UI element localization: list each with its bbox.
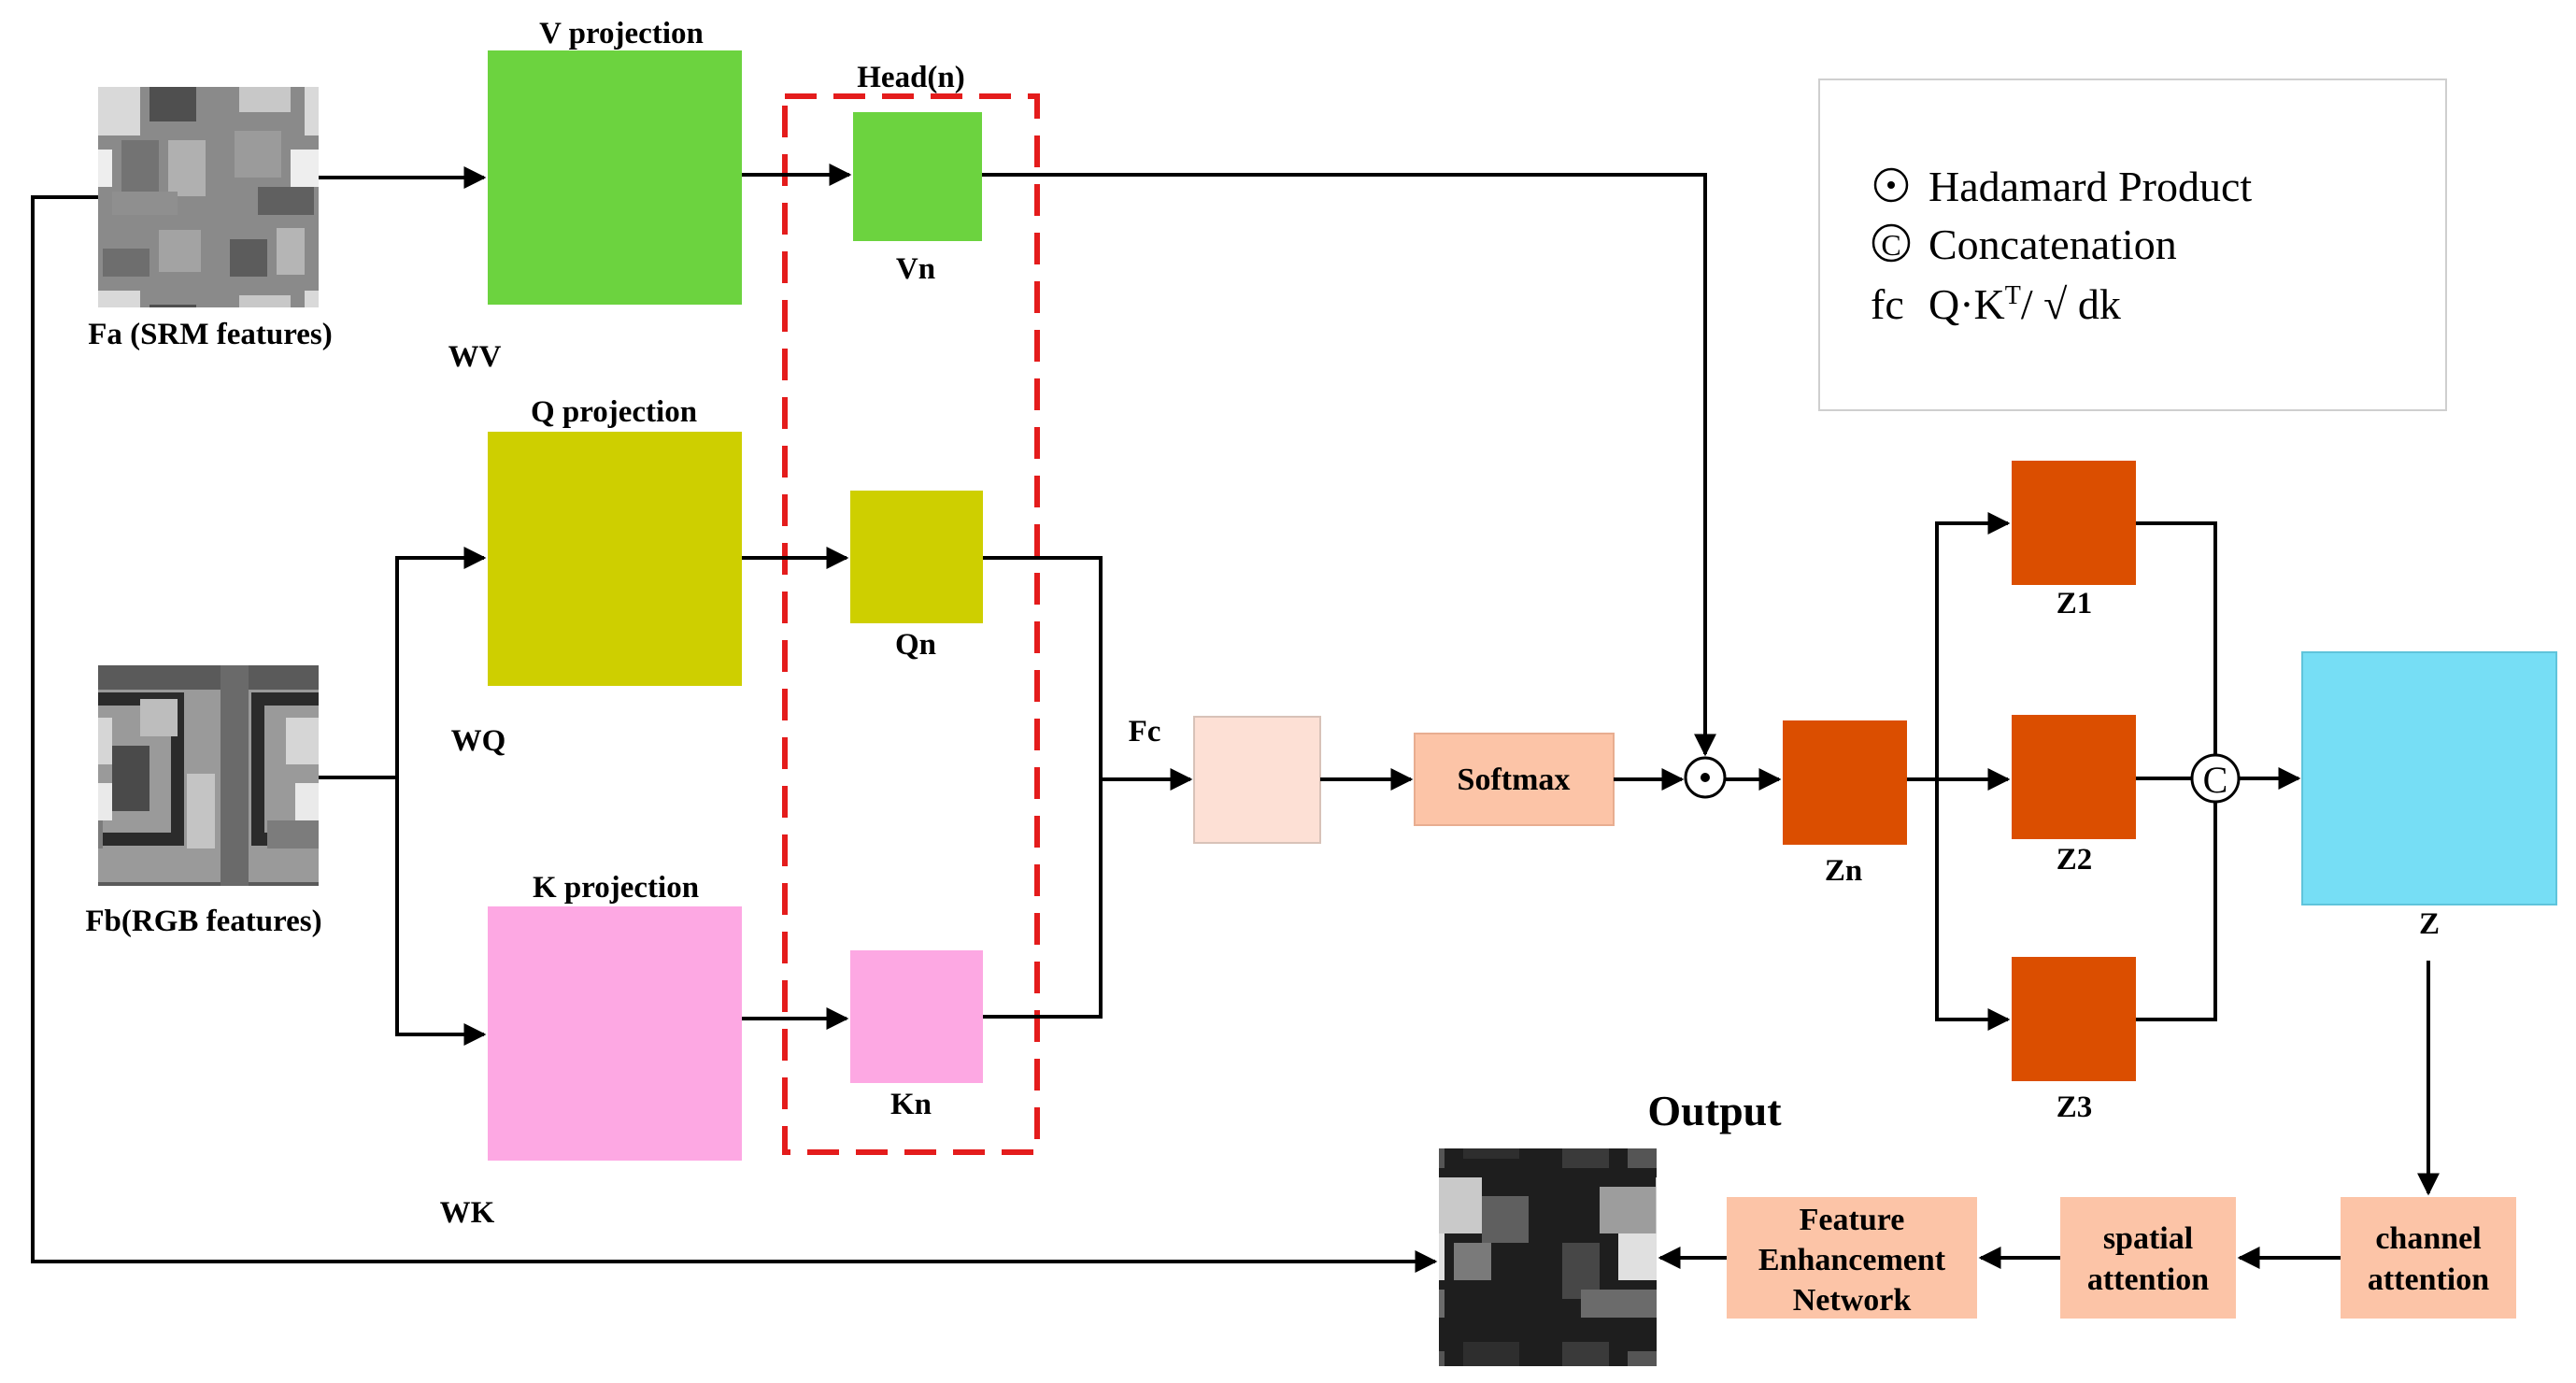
- concat-symbol: C: [2203, 759, 2228, 801]
- z3-label: Z3: [2057, 1091, 2093, 1124]
- arrow-fa-skip-to-output: [31, 195, 1438, 1273]
- q-projection-title: Q projection: [531, 395, 697, 429]
- spatial-attention-line2: attention: [2087, 1262, 2209, 1297]
- fc-label: Fc: [1129, 715, 1161, 749]
- arrow-vn-to-hadamard: [982, 173, 1716, 757]
- vn-box: [853, 112, 982, 241]
- zn-label: Zn: [1825, 854, 1862, 888]
- vn-label: Vn: [896, 252, 935, 286]
- k-projection-box: [488, 906, 742, 1161]
- output-image: [1439, 1148, 1657, 1366]
- line-z3-to-concat: [2136, 802, 2217, 1021]
- zn-box: [1783, 720, 1907, 845]
- channel-attention-line1: channel: [2375, 1221, 2481, 1256]
- wk-label: WK: [440, 1196, 495, 1230]
- spatial-attention-line1: spatial: [2103, 1221, 2193, 1256]
- arrow-zn-to-z1: [1935, 512, 2011, 779]
- qn-label: Qn: [895, 628, 936, 662]
- head-title: Head(n): [857, 61, 965, 94]
- v-projection-title: V projection: [539, 17, 704, 50]
- legend-hadamard-text: Hadamard Product: [1928, 163, 2252, 210]
- legend-fc-formula-a: Q·K: [1928, 280, 2005, 328]
- channel-attention-box: [2341, 1197, 2516, 1319]
- legend-fc-formula: Q·KT/ √ dk: [1928, 280, 2121, 328]
- legend-fc-symbol: fc: [1871, 280, 1904, 328]
- fb-image: [98, 665, 319, 886]
- output-title: Output: [1647, 1087, 1782, 1134]
- legend-box: [1818, 78, 2447, 411]
- legend-concat-icon: [1872, 223, 1911, 263]
- line-z1-to-concat: [2136, 521, 2217, 755]
- legend-fc-formula-sup: T: [2005, 281, 2021, 310]
- line-qn-to-fc: [983, 556, 1103, 779]
- wq-label: WQ: [451, 724, 506, 758]
- z2-label: Z2: [2057, 843, 2093, 877]
- kn-box: [850, 950, 983, 1083]
- feature-enhancement-line2: Enhancement: [1758, 1243, 1946, 1277]
- z1-box: [2012, 461, 2136, 585]
- z-box: [2301, 651, 2557, 905]
- z-label: Z: [2419, 907, 2440, 941]
- fb-label: Fb(RGB features): [85, 905, 321, 938]
- hadamard-dot-icon: [1701, 773, 1710, 782]
- kn-label: Kn: [890, 1088, 932, 1121]
- feature-enhancement-line3: Network: [1793, 1283, 1912, 1318]
- head-dashed-border: [782, 93, 1040, 1155]
- feature-enhancement-box: [1727, 1197, 1977, 1319]
- channel-attention-line2: attention: [2368, 1262, 2489, 1297]
- fa-label: Fa (SRM features): [88, 318, 333, 351]
- q-projection-box: [488, 432, 742, 686]
- legend-fc-formula-b: / √ dk: [2021, 280, 2121, 328]
- legend-concat-text: Concatenation: [1928, 221, 2177, 268]
- z3-box: [2012, 957, 2136, 1081]
- legend-hadamard-icon: [1873, 167, 1909, 203]
- spatial-attention-box: [2060, 1197, 2236, 1319]
- arrow-fb-to-k: [395, 777, 487, 1046]
- wv-label: WV: [448, 340, 502, 374]
- qn-box: [850, 491, 983, 623]
- feature-enhancement-line1: Feature: [1800, 1203, 1905, 1237]
- z1-label: Z1: [2057, 587, 2093, 620]
- v-projection-box: [488, 50, 742, 305]
- line-kn-to-fc: [983, 779, 1103, 1019]
- fc-box: [1193, 716, 1321, 844]
- softmax-label: Softmax: [1458, 763, 1571, 797]
- k-projection-title: K projection: [533, 871, 699, 905]
- z2-box: [2012, 715, 2136, 839]
- fa-image: [98, 87, 319, 307]
- legend-hadamard-dot-icon: [1887, 181, 1895, 189]
- arrow-fb-to-q: [395, 547, 487, 777]
- arrow-zn-to-z3: [1935, 779, 2011, 1031]
- legend-concat-symbol: C: [1881, 228, 1900, 262]
